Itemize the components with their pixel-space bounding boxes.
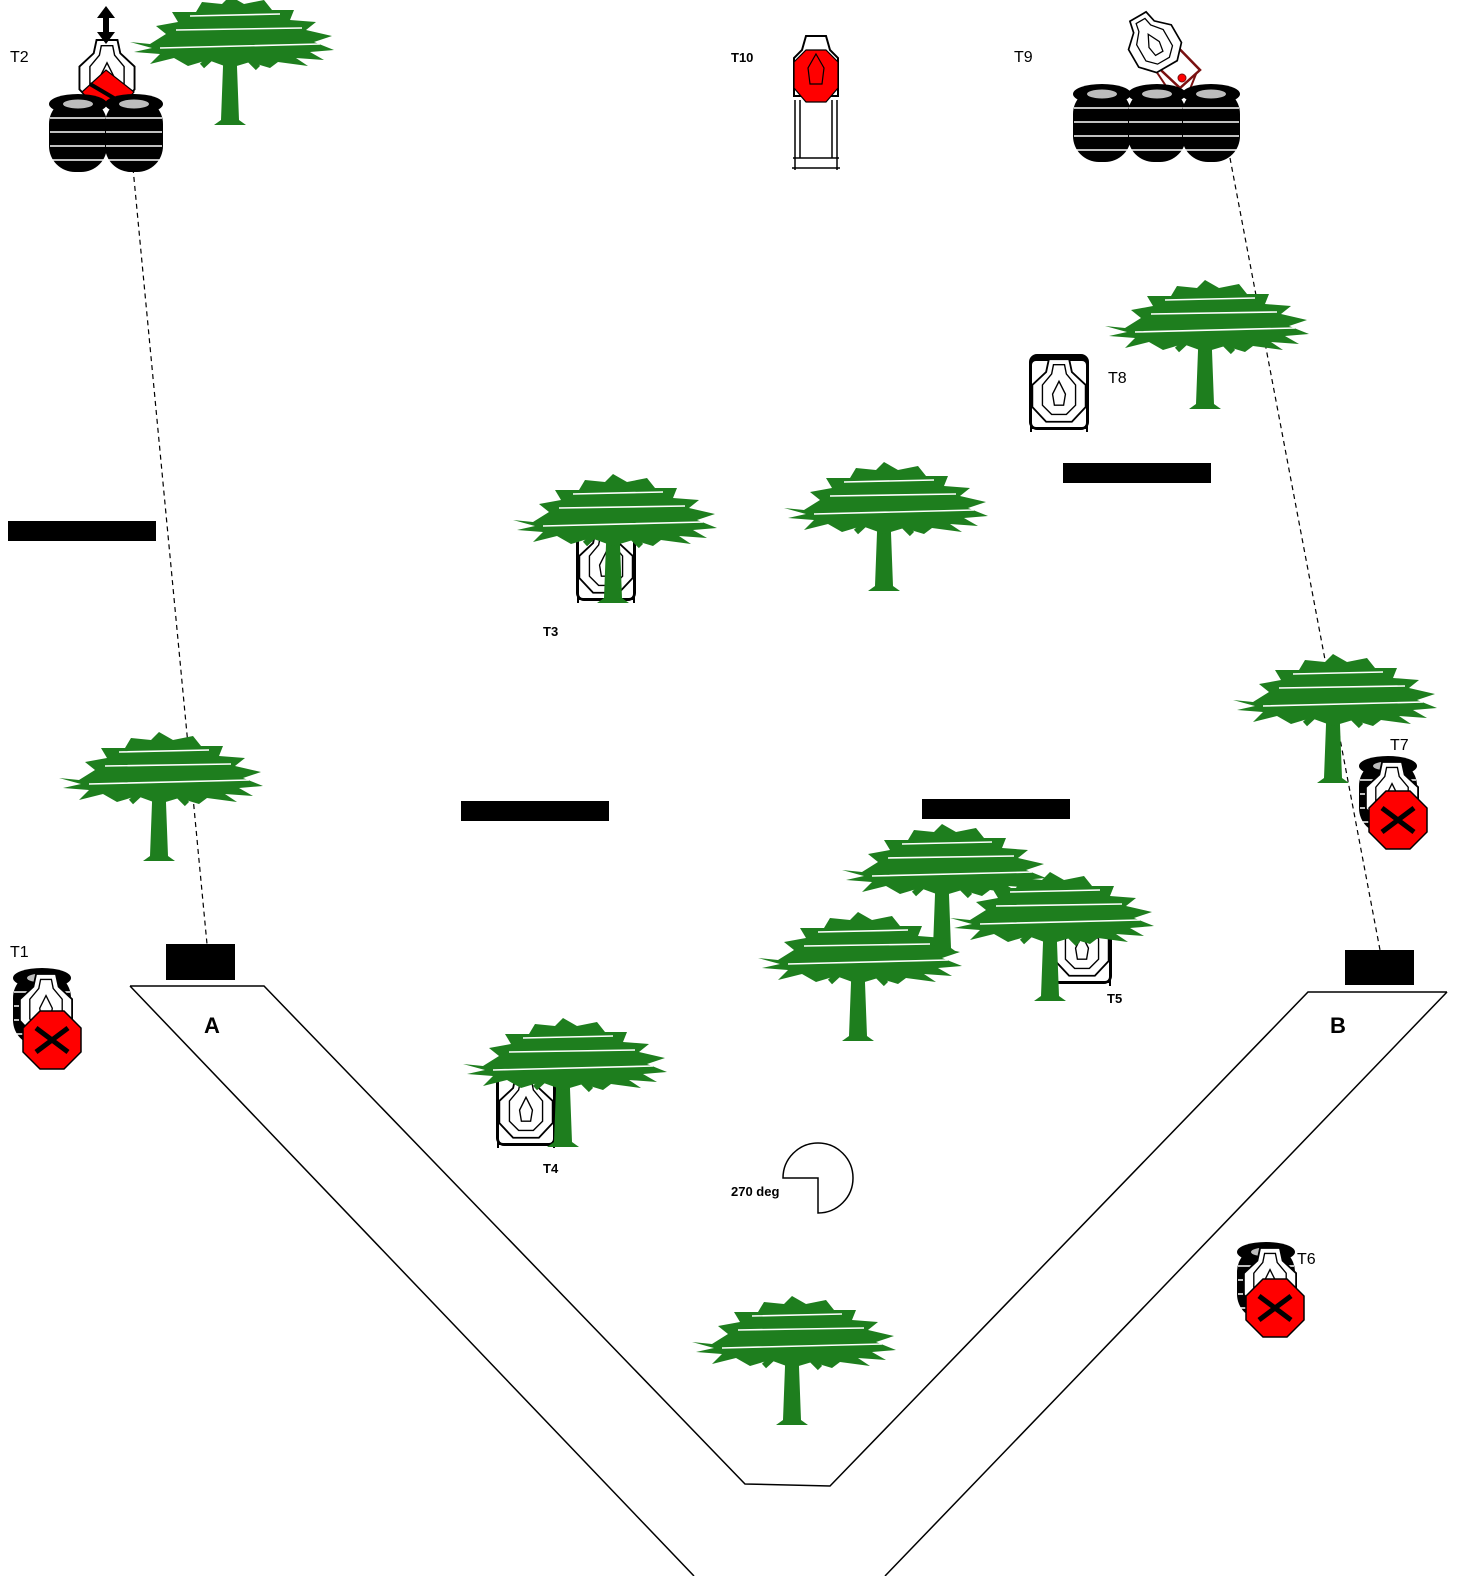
position-label-b: B <box>1330 1013 1346 1038</box>
target-t2 <box>48 6 164 173</box>
tree-icon <box>784 462 988 591</box>
label-t6: T6 <box>1297 1251 1316 1268</box>
label-t5: T5 <box>1107 991 1122 1006</box>
label-t2: T2 <box>10 49 29 66</box>
angle-label: 270 deg <box>731 1184 779 1199</box>
wall-3 <box>461 801 609 821</box>
label-t7: T7 <box>1390 737 1409 754</box>
wall-1 <box>8 521 156 541</box>
wall-4 <box>922 799 1070 819</box>
wall-2 <box>1063 463 1211 483</box>
tree-icon <box>513 474 717 603</box>
target-t7 <box>1358 755 1427 849</box>
label-t3: T3 <box>543 624 558 639</box>
move-arrow-icon <box>97 6 115 44</box>
label-t10: T10 <box>731 50 753 65</box>
angle-indicator <box>782 1142 854 1214</box>
label-t9: T9 <box>1014 49 1033 66</box>
target-t6 <box>1236 1241 1304 1337</box>
label-t8: T8 <box>1108 370 1127 387</box>
tree-icon <box>463 1018 667 1147</box>
tree-icon <box>758 912 962 1041</box>
shooting-box-a <box>166 944 235 980</box>
shooting-area <box>129 985 1448 1576</box>
target-t1 <box>12 967 81 1069</box>
target-t8 <box>1029 354 1089 432</box>
label-t4: T4 <box>543 1161 559 1176</box>
shooting-box-b <box>1345 950 1414 985</box>
label-t1: T1 <box>10 944 29 961</box>
target-t10 <box>792 35 840 170</box>
position-label-a: A <box>204 1013 220 1038</box>
tree-icon <box>1105 280 1309 409</box>
sight-lines <box>132 157 1381 951</box>
tree-icon <box>59 732 263 861</box>
target-t9 <box>1072 3 1241 163</box>
tree-icon <box>692 1296 896 1425</box>
